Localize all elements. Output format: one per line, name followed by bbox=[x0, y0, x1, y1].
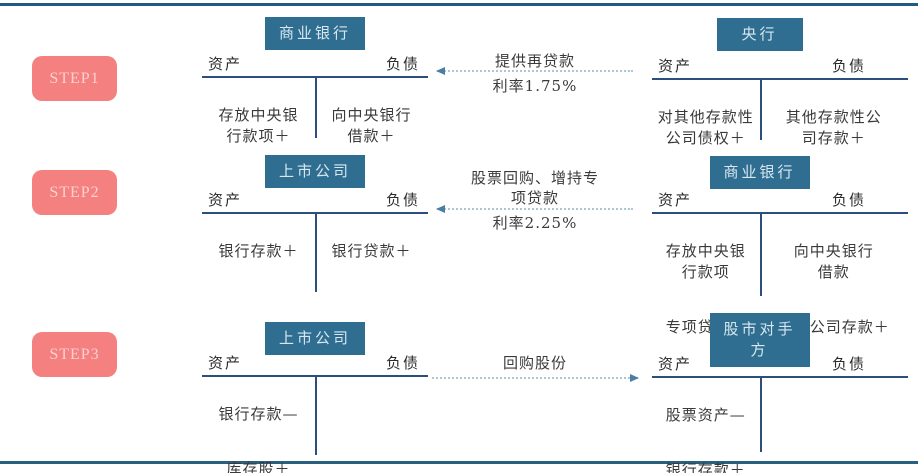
liabilities-label: 负债 bbox=[831, 191, 866, 209]
taccount-step2-listed-company: 上市公司 资产 负债 银行存款＋ 银行贷款＋ bbox=[202, 155, 428, 300]
liabilities-label: 负债 bbox=[831, 355, 866, 373]
t-divider bbox=[315, 76, 317, 138]
asset-entry: 存放中央银 行款项 bbox=[665, 242, 746, 281]
arrow-head-left-icon bbox=[436, 205, 445, 213]
taccount-step3-listed-company: 上市公司 资产 负债 银行存款— 库存股＋ bbox=[202, 322, 428, 473]
account-header: 商业银行 bbox=[709, 156, 810, 189]
account-header: 上市公司 bbox=[264, 155, 366, 188]
step3-badge: STEP3 bbox=[32, 332, 117, 377]
assets-label: 资产 bbox=[658, 191, 693, 209]
liabilities-label: 负债 bbox=[385, 354, 420, 372]
liability-entry: 银行贷款＋ bbox=[331, 242, 412, 260]
bottom-frame-line bbox=[0, 461, 918, 464]
t-divider bbox=[759, 78, 762, 140]
t-divider bbox=[759, 376, 762, 452]
t-topline bbox=[652, 78, 908, 80]
liability-entry: 其他存款性公 司存款＋ bbox=[785, 108, 882, 147]
asset-entry: 股票资产— bbox=[665, 406, 746, 424]
assets-label: 资产 bbox=[208, 191, 243, 209]
arrow-label-bottom: 利率2.25% bbox=[492, 214, 578, 232]
asset-entry: 银行存款— bbox=[218, 405, 299, 423]
t-divider bbox=[315, 212, 317, 292]
t-divider bbox=[759, 212, 762, 296]
top-frame-line bbox=[0, 3, 918, 6]
liability-entry: 向中央银行 借款 bbox=[793, 242, 874, 281]
taccount-step1-central-bank: 央行 资产 负债 对其他存款性 公司债权＋ 其他存款性公 司存款＋ bbox=[652, 18, 908, 158]
assets-label: 资产 bbox=[658, 355, 693, 373]
flow-arrow-step2 bbox=[436, 205, 633, 213]
asset-entry: 银行存款＋ bbox=[218, 242, 299, 260]
arrow-label-bottom: 利率1.75% bbox=[492, 77, 578, 95]
flow-arrow-step1 bbox=[436, 67, 633, 75]
liabilities-label: 负债 bbox=[385, 55, 420, 73]
arrow-label-top: 提供再贷款 bbox=[494, 52, 575, 70]
asset-entry: 银行存款＋ bbox=[665, 461, 746, 473]
asset-entry: 存放中央银 行款项＋ bbox=[218, 106, 299, 145]
account-header: 央行 bbox=[716, 18, 803, 51]
step2-badge: STEP2 bbox=[32, 170, 117, 215]
taccount-step3-stock-market-counterparty: 股市对手 方 资产 负债 股票资产— 银行存款＋ bbox=[652, 313, 908, 473]
assets-label: 资产 bbox=[208, 354, 243, 372]
t-divider bbox=[315, 375, 317, 455]
arrow-head-left-icon bbox=[436, 67, 445, 75]
flow-arrow-step3 bbox=[432, 374, 639, 382]
asset-entry: 库存股＋ bbox=[226, 460, 291, 473]
arrow-head-right-icon bbox=[630, 374, 639, 382]
assets-label: 资产 bbox=[208, 55, 243, 73]
assets-label: 资产 bbox=[658, 57, 693, 75]
arrow-label-top: 回购股份 bbox=[502, 354, 567, 372]
liabilities-label: 负债 bbox=[385, 191, 420, 209]
taccount-step1-commercial-bank: 商业银行 资产 负债 存放中央银 行款项＋ 向中央银行 借款＋ bbox=[202, 17, 428, 157]
liability-entry: 向中央银行 借款＋ bbox=[331, 106, 412, 145]
account-header: 股市对手 方 bbox=[709, 313, 810, 367]
asset-entry: 对其他存款性 公司债权＋ bbox=[657, 108, 754, 147]
liabilities-label: 负债 bbox=[831, 57, 866, 75]
arrow-label-top: 股票回购、增持专 项贷款 bbox=[470, 169, 599, 208]
account-header: 上市公司 bbox=[264, 322, 366, 355]
step1-badge: STEP1 bbox=[32, 56, 117, 101]
account-header: 商业银行 bbox=[264, 17, 366, 50]
t-topline bbox=[652, 212, 908, 214]
taccount-step2-commercial-bank: 商业银行 资产 负债 存放中央银 行款项 专项贷款＋ 向中央银行 借款 上市公司… bbox=[652, 156, 908, 336]
t-topline bbox=[652, 376, 908, 378]
